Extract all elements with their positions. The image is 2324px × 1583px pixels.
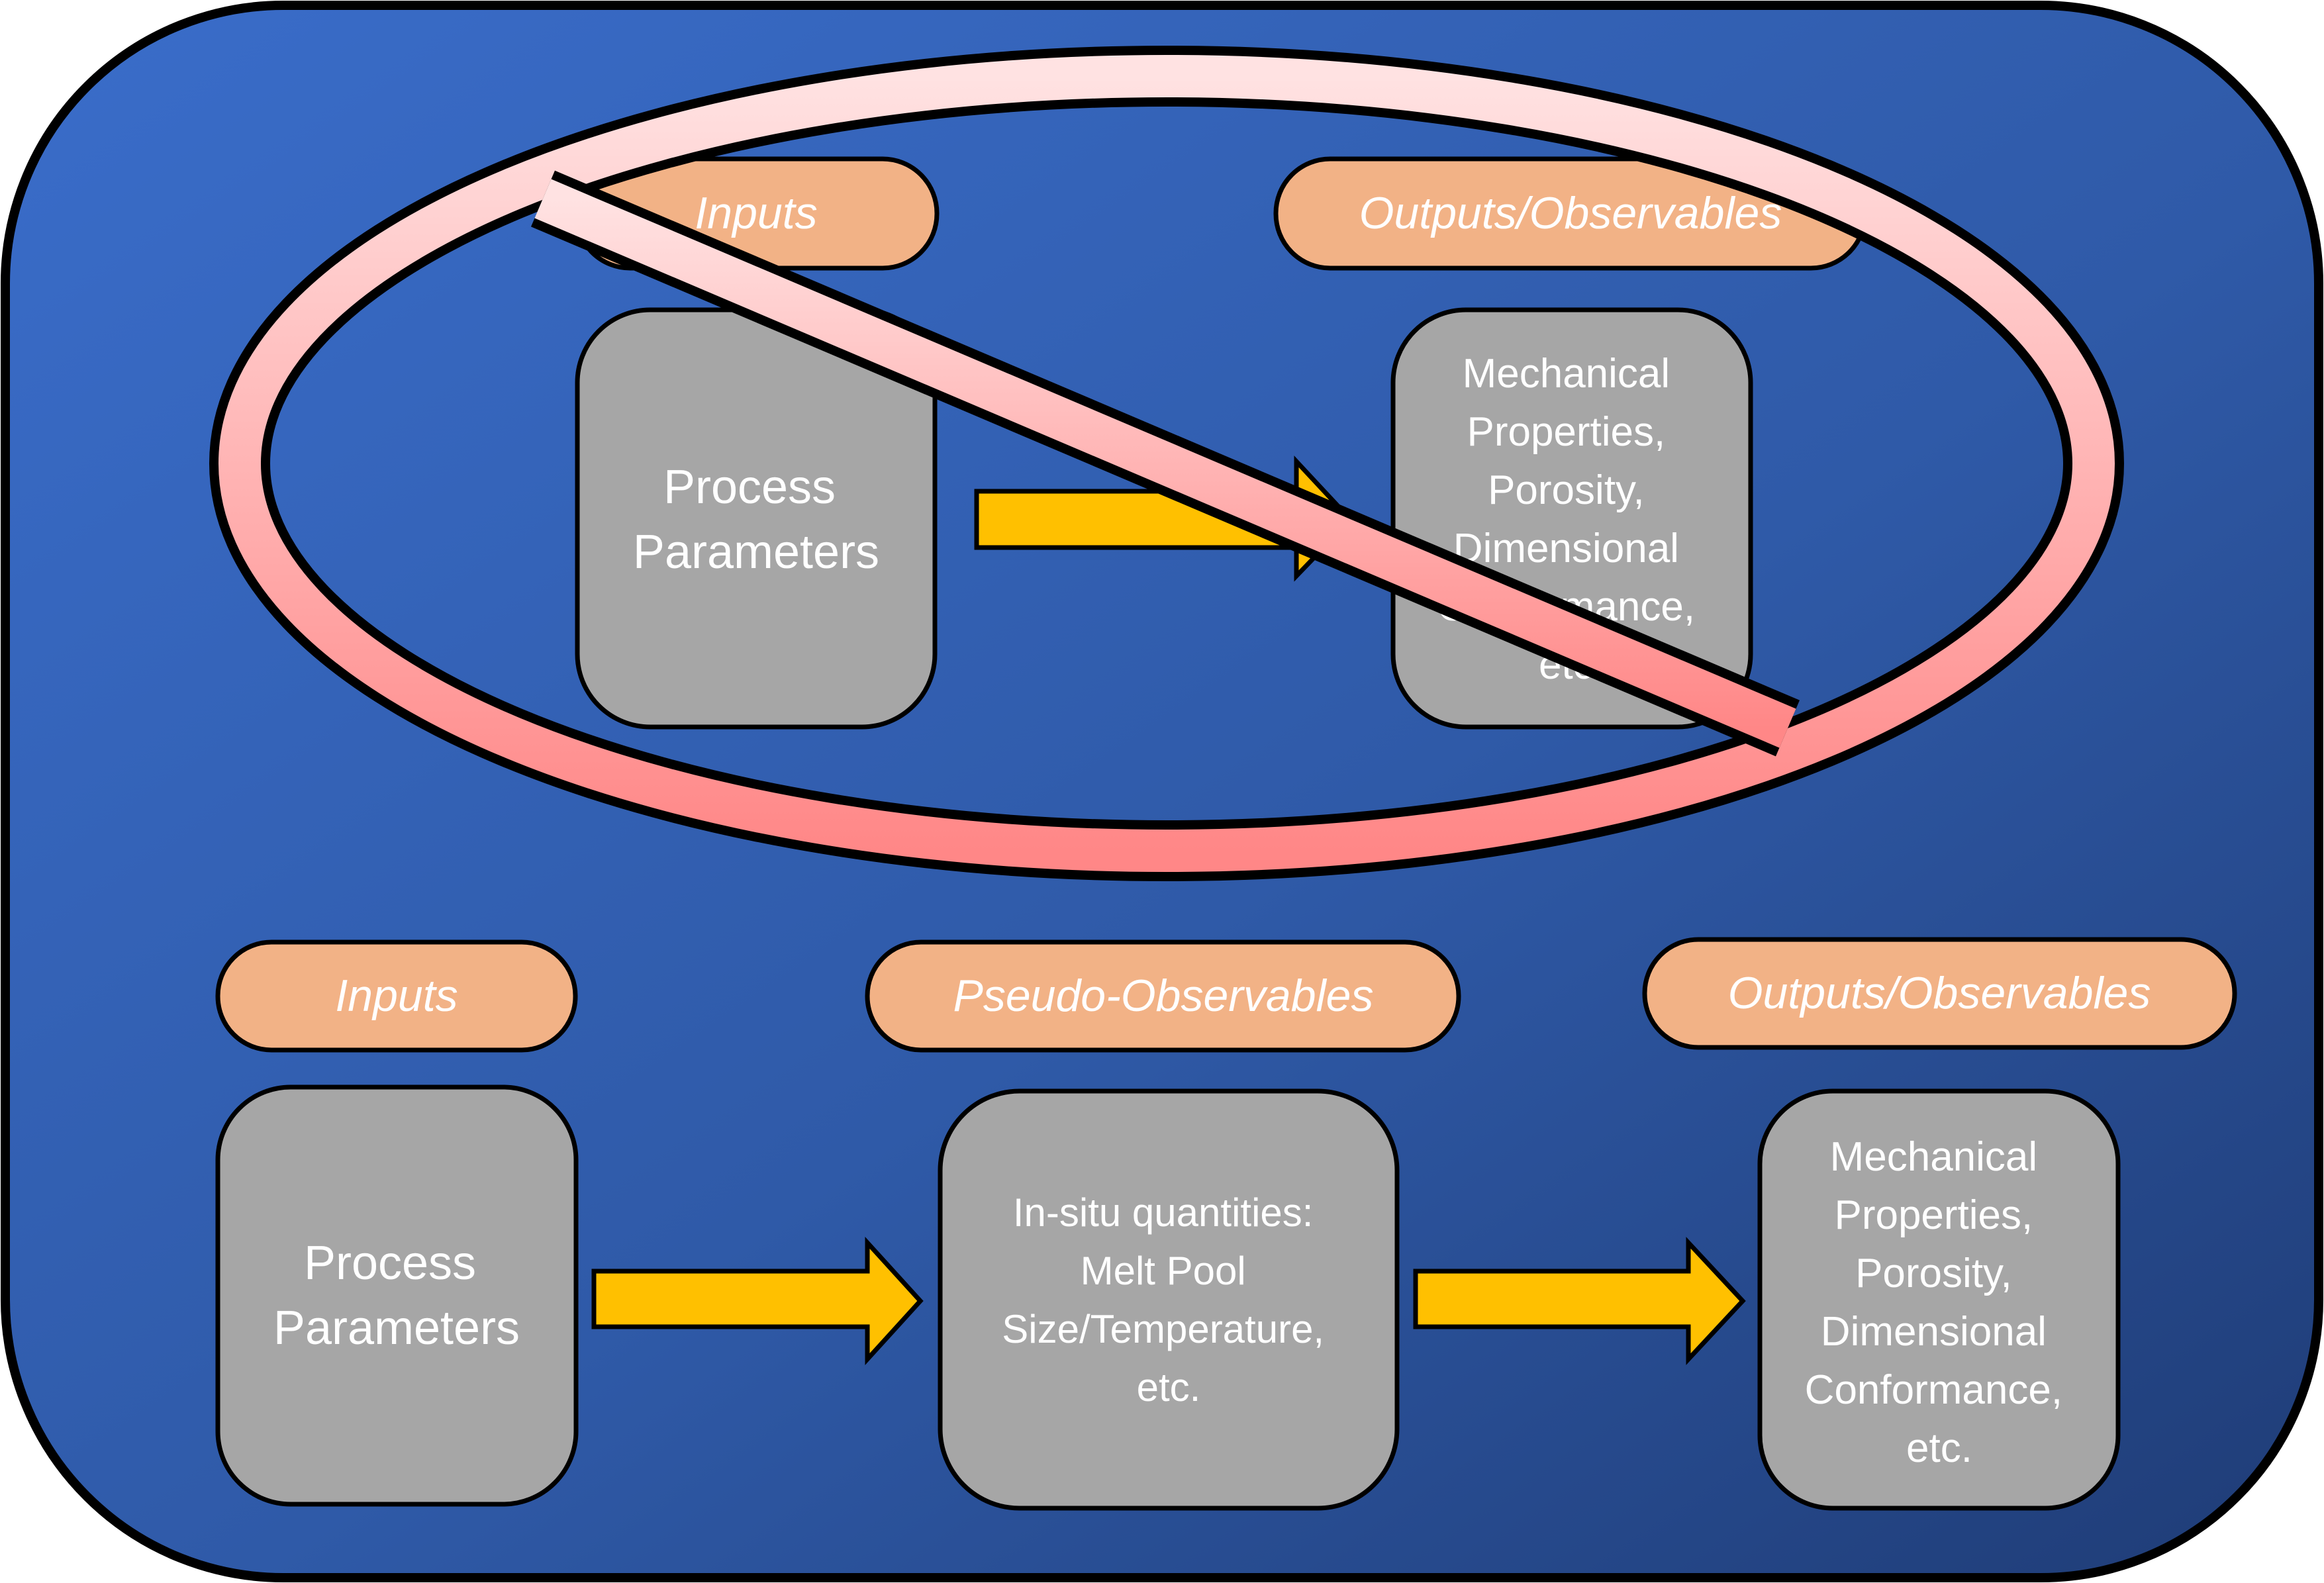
svg-text:Inputs: Inputs: [335, 971, 458, 1021]
box-line: Process: [663, 461, 836, 514]
box-line: etc.: [1906, 1425, 1972, 1471]
box-line: Parameters: [273, 1302, 520, 1355]
svg-text:Process Parameters: Process Parameters: [273, 1237, 520, 1355]
box-line: Mechanical: [1463, 351, 1670, 397]
bottom-pseudo-label: Pseudo-Observables: [865, 939, 1461, 1053]
svg-text:Outputs/Observables: Outputs/Observables: [1728, 968, 2151, 1018]
box-line: Size/Temperature,: [1002, 1307, 1324, 1351]
box-line: Conformance,: [1805, 1367, 2062, 1413]
svg-text:Mechanical Properties,: Mechanical Properties, Porosity, Dimensi…: [1805, 1134, 2074, 1471]
box-line: Mechanical: [1830, 1134, 2038, 1180]
svg-text:Inputs: Inputs: [695, 188, 817, 238]
box-line: Properties,: [1834, 1192, 2033, 1238]
svg-text:Pseudo-Observables: Pseudo-Observables: [953, 971, 1373, 1021]
arrow-inputs-to-pseudo: [591, 1236, 924, 1366]
top-diagram: Inputs Outputs/Observables Process Param…: [209, 46, 2124, 881]
arrow-pseudo-to-outputs: [1413, 1237, 1746, 1365]
box-line: Dimensional: [1821, 1309, 2047, 1355]
prohibition-sign-icon: [209, 46, 2124, 881]
bottom-input-box: Process Parameters: [215, 1084, 579, 1507]
svg-text:Outputs/Observables: Outputs/Observables: [1359, 188, 1782, 238]
box-line: Melt Pool: [1081, 1249, 1246, 1293]
svg-text:In-situ quantities: Me: In-situ quantities: Melt Pool Size/Tempe…: [1002, 1190, 1335, 1410]
bottom-inputs-label: Inputs: [215, 939, 578, 1053]
box-line: Porosity,: [1488, 467, 1645, 513]
box-line: Process: [304, 1237, 476, 1290]
bottom-diagram: Inputs Pseudo-Observables Outputs/Observ…: [215, 937, 2237, 1511]
bottom-output-box: Mechanical Properties, Porosity, Dimensi…: [1757, 1088, 2121, 1511]
box-line: Porosity,: [1855, 1251, 2012, 1296]
box-line: Properties,: [1467, 409, 1665, 455]
svg-text:Process Parameters: Process Parameters: [633, 461, 879, 579]
box-line: etc.: [1137, 1365, 1201, 1410]
bottom-outputs-label: Outputs/Observables: [1642, 937, 2237, 1050]
box-line: Dimensional: [1453, 526, 1679, 571]
box-line: Parameters: [633, 526, 879, 579]
box-line: In-situ quantities:: [1013, 1190, 1314, 1235]
bottom-pseudo-box: In-situ quantities: Melt Pool Size/Tempe…: [938, 1088, 1400, 1511]
